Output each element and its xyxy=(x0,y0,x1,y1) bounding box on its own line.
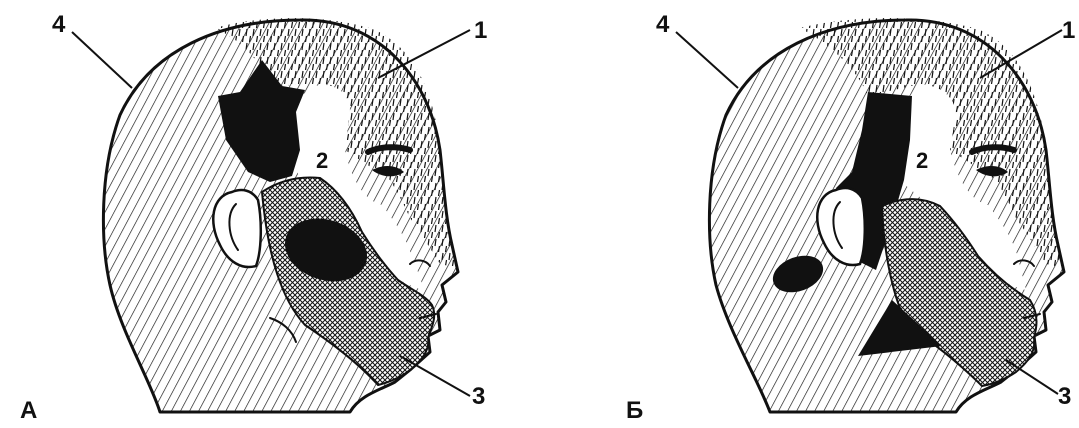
panel-b-leader-3 xyxy=(1006,360,1058,394)
panel-b-label-2: 2 xyxy=(916,148,928,173)
panel-a-leader-3 xyxy=(400,356,470,396)
panel-a-label-1: 1 xyxy=(474,17,487,44)
panel-b-label-3: 3 xyxy=(1058,383,1071,410)
panel-b-letter: Б xyxy=(626,397,643,424)
panel-a-label-3: 3 xyxy=(472,383,485,410)
panel-b: 1 2 3 4 Б xyxy=(626,11,1075,424)
panel-b-leader-4 xyxy=(676,32,738,88)
panel-a-leader-4 xyxy=(72,32,132,88)
panel-a-label-2: 2 xyxy=(316,148,328,173)
panel-b-label-1: 1 xyxy=(1062,17,1075,44)
panel-a-letter: А xyxy=(20,397,37,424)
panel-b-label-4: 4 xyxy=(656,11,670,38)
panel-a: 1 2 3 4 А xyxy=(20,11,487,424)
panel-a-label-4: 4 xyxy=(52,11,66,38)
